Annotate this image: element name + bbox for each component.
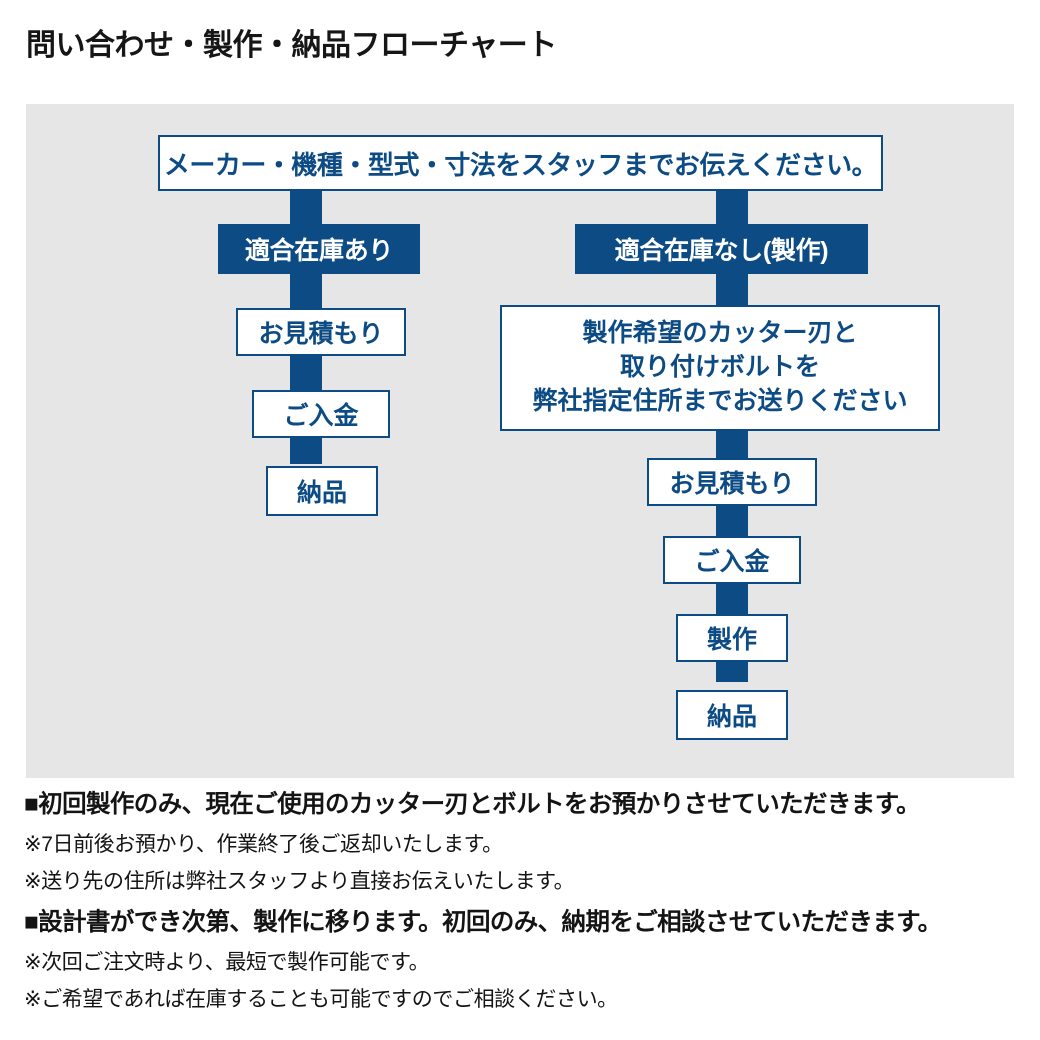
flow-node-left-payment[interactable]: ご入金 — [252, 390, 390, 438]
page-title: 問い合わせ・製作・納品フローチャート — [26, 29, 557, 62]
flow-node-in-stock[interactable]: 適合在庫あり — [218, 224, 420, 274]
flow-node-right-payment[interactable]: ご入金 — [663, 536, 801, 584]
flow-node-in-stock-label: 適合在庫あり — [244, 237, 394, 265]
flow-node-no-stock[interactable]: 適合在庫なし(製作) — [575, 224, 868, 274]
notes-block-2: ■設計書ができ次第、製作に移ります。初回のみ、納期をご相談させていただきます。 … — [24, 909, 942, 1012]
flow-node-right-produce[interactable]: 製作 — [676, 614, 788, 662]
flow-node-right-payment-label: ご入金 — [694, 548, 770, 576]
flow-node-right-quote-label: お見積もり — [669, 470, 795, 498]
note-1-heading: ■初回製作のみ、現在ご使用のカッター刃とボルトをお預かりさせていただきます。 — [24, 791, 921, 818]
notes-block-1: ■初回製作のみ、現在ご使用のカッター刃とボルトをお預かりさせていただきます。 ※… — [24, 791, 921, 894]
flow-node-left-deliver[interactable]: 納品 — [266, 466, 378, 516]
flow-node-left-quote[interactable]: お見積もり — [236, 308, 406, 356]
note-1-sub-1: ※7日前後お預かり、作業終了後ご返却いたします。 — [24, 832, 503, 856]
note-2-sub-2: ※ご希望であれば在庫することも可能ですのでご相談ください。 — [24, 988, 618, 1012]
flow-node-right-deliver[interactable]: 納品 — [676, 690, 788, 740]
note-1-sub-2: ※送り先の住所は弊社スタッフより直接お伝えいたします。 — [24, 870, 575, 894]
note-2-sub-1: ※次回ご注文時より、最短で製作可能です。 — [24, 950, 430, 974]
flow-node-left-deliver-label: 納品 — [296, 479, 347, 507]
flow-node-right-send[interactable]: 製作希望のカッター刃と 取り付けボルトを 弊社指定住所までお送りください — [500, 305, 940, 431]
flow-node-right-produce-label: 製作 — [706, 626, 757, 654]
flowchart-panel: メーカー・機種・型式・寸法をスタッフまでお伝えください。 適合在庫あり お見積も… — [26, 104, 1014, 778]
flow-node-inquiry-label: メーカー・機種・型式・寸法をスタッフまでお伝えください。 — [163, 149, 878, 180]
flow-node-left-payment-label: ご入金 — [283, 402, 359, 430]
flow-node-right-send-line-3: 弊社指定住所までお送りください — [532, 386, 908, 415]
flow-node-inquiry[interactable]: メーカー・機種・型式・寸法をスタッフまでお伝えください。 — [158, 135, 883, 191]
flow-node-right-quote[interactable]: お見積もり — [647, 458, 817, 506]
flow-node-right-deliver-label: 納品 — [706, 703, 757, 731]
flow-node-right-send-line-1: 製作希望のカッター刃と — [582, 319, 858, 348]
flow-node-no-stock-label: 適合在庫なし(製作) — [614, 237, 829, 265]
flow-node-left-quote-label: お見積もり — [258, 320, 384, 348]
note-2-heading: ■設計書ができ次第、製作に移ります。初回のみ、納期をご相談させていただきます。 — [24, 909, 942, 936]
flow-node-right-send-line-2: 取り付けボルトを — [619, 353, 820, 382]
